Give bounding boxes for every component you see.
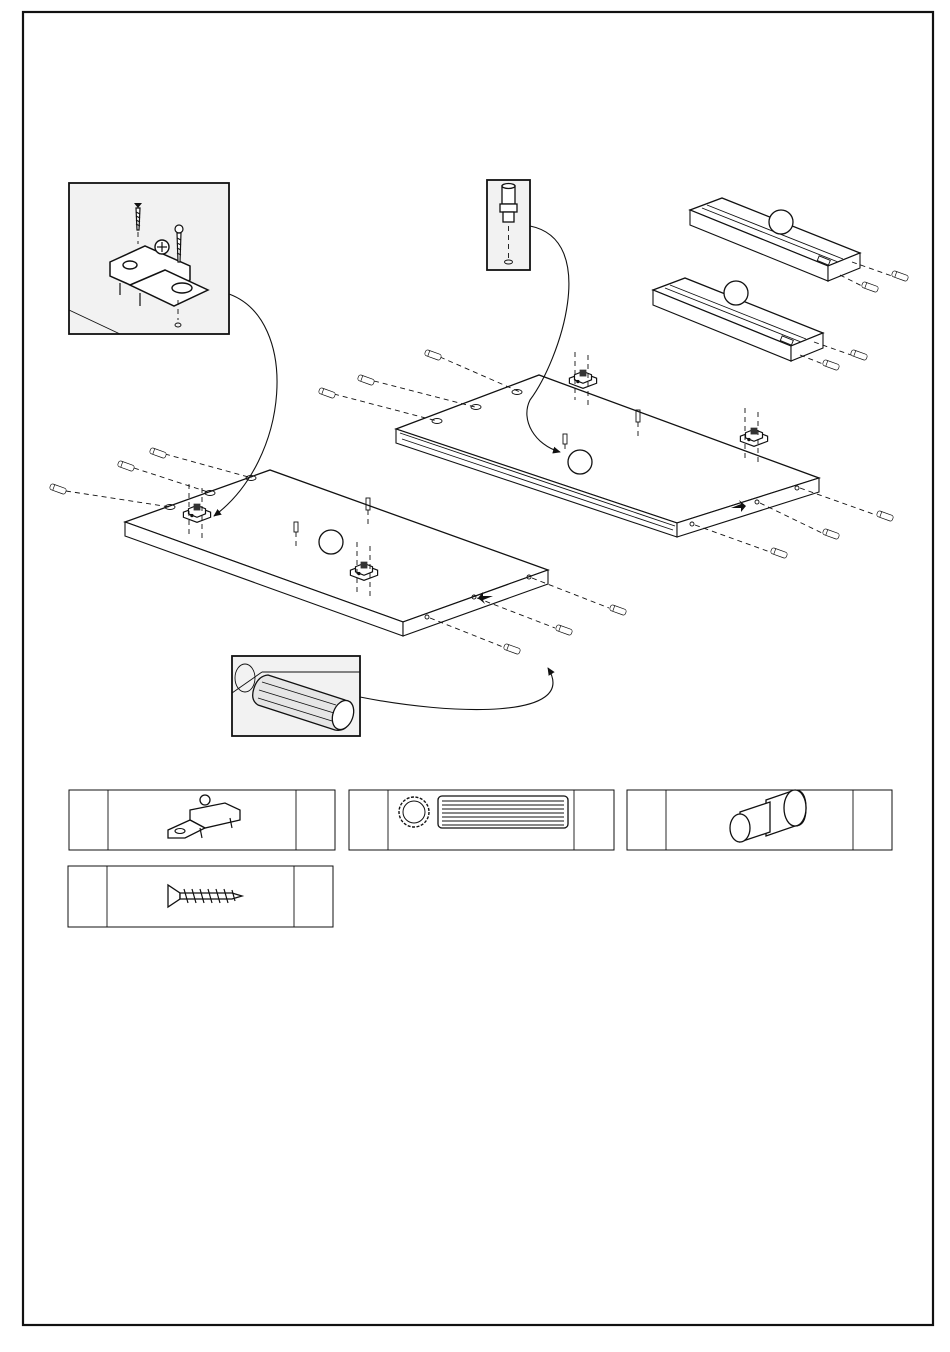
hardware-item-dowel xyxy=(349,790,614,850)
hinge-plate-detail xyxy=(69,183,229,334)
part-label-circle xyxy=(724,281,748,305)
hinge-plate-icon xyxy=(569,370,596,389)
hardware-item-hinge xyxy=(69,790,335,850)
left-panel xyxy=(125,470,548,636)
hinge-plate-icon xyxy=(740,428,767,447)
cam-pin-detail xyxy=(487,180,530,270)
part-label-circle xyxy=(319,530,343,554)
right-panel xyxy=(396,352,819,537)
rail-top xyxy=(690,198,909,293)
cam-pin-icon xyxy=(500,184,517,223)
hardware-item-screw xyxy=(68,866,333,927)
part-label-circle xyxy=(568,450,592,474)
wooden-dowel-detail xyxy=(232,656,360,736)
part-label-circle xyxy=(769,210,793,234)
hardware-item-cam-bolt xyxy=(627,790,892,850)
rail-bottom xyxy=(653,278,868,371)
